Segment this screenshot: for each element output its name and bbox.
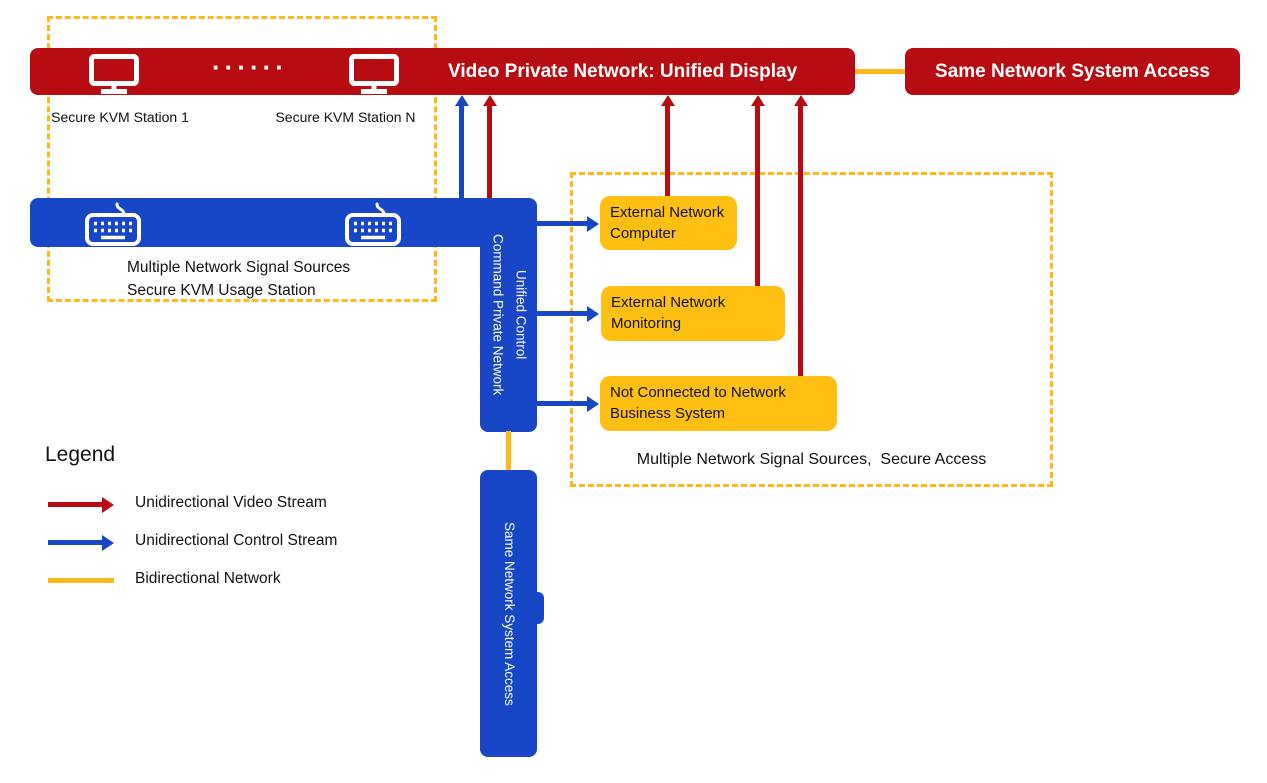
not-connected-business-line2: Business System bbox=[610, 405, 726, 422]
control-arrow-monitoring bbox=[537, 305, 599, 322]
keyboard-icon bbox=[85, 202, 141, 246]
secure-access-group-outline bbox=[570, 172, 1053, 487]
video-stream-up-arrow bbox=[482, 95, 497, 198]
not-connected-business-box: Not Connected to Network Business System bbox=[600, 376, 837, 431]
same-network-bottom-label: Same Network System Access bbox=[501, 521, 517, 706]
kvm-usage-caption: Multiple Network Signal Sources Secure K… bbox=[127, 256, 350, 302]
control-stream-up-arrow bbox=[454, 95, 469, 198]
secure-access-caption: Multiple Network Signal Sources, Secure … bbox=[636, 451, 987, 468]
not-connected-business-line1: Not Connected to Network bbox=[610, 384, 786, 401]
bottom-bar-tab bbox=[531, 592, 544, 624]
video-network-label: Video Private Network: Unified Display bbox=[448, 60, 798, 82]
legend-title: Legend bbox=[45, 443, 116, 466]
bidirectional-link-bottom bbox=[506, 431, 511, 472]
kvm-usage-caption-line2: Secure KVM Usage Station bbox=[127, 282, 316, 299]
monitor-icon bbox=[89, 54, 139, 94]
video-private-network-bar bbox=[30, 48, 855, 95]
external-network-computer-line1: External Network bbox=[610, 204, 725, 221]
legend-video-stream-label: Unidirectional Video Stream bbox=[135, 494, 327, 511]
legend-control-stream-arrow bbox=[48, 534, 114, 551]
command-network-line1: Command Private Network bbox=[490, 234, 506, 396]
kvm-group-outline bbox=[47, 16, 437, 302]
keyboard-icon bbox=[345, 202, 401, 246]
command-network-line2: Unified Control bbox=[513, 270, 529, 360]
ellipsis-dots: ······ bbox=[212, 52, 288, 82]
external-network-computer-box: External Network Computer bbox=[600, 196, 737, 250]
external-network-monitoring-box: External Network Monitoring bbox=[601, 286, 785, 341]
control-arrow-computer bbox=[537, 215, 599, 232]
legend-bidirectional-label: Bidirectional Network bbox=[135, 570, 281, 587]
kvm-usage-caption-line1: Multiple Network Signal Sources bbox=[127, 259, 351, 276]
same-network-access-label: Same Network System Access bbox=[935, 60, 1210, 82]
control-arrow-business bbox=[537, 395, 599, 412]
video-stream-arrow-monitoring bbox=[750, 95, 765, 286]
command-network-bar: Command Private Network Unified Control bbox=[480, 198, 537, 432]
command-network-label: Command Private Network Unified Control bbox=[486, 234, 532, 395]
legend-control-stream-label: Unidirectional Control Stream bbox=[135, 532, 338, 549]
video-stream-arrow-business bbox=[793, 95, 808, 376]
external-network-monitoring-line1: External Network bbox=[611, 294, 726, 311]
legend-bidirectional-line bbox=[48, 578, 114, 583]
same-network-bottom-bar: Same Network System Access bbox=[480, 470, 537, 757]
external-network-computer-line2: Computer bbox=[610, 225, 676, 242]
kvm-station-1-label: Secure KVM Station 1 bbox=[51, 109, 189, 125]
kvm-station-n-label: Secure KVM Station N bbox=[275, 109, 416, 125]
bidirectional-link-top bbox=[855, 69, 905, 74]
same-network-access-box: Same Network System Access bbox=[905, 48, 1240, 95]
external-network-monitoring-line2: Monitoring bbox=[611, 315, 682, 332]
legend-video-stream-arrow bbox=[48, 496, 114, 513]
monitor-icon bbox=[349, 54, 399, 94]
video-stream-arrow-computer bbox=[660, 95, 675, 196]
